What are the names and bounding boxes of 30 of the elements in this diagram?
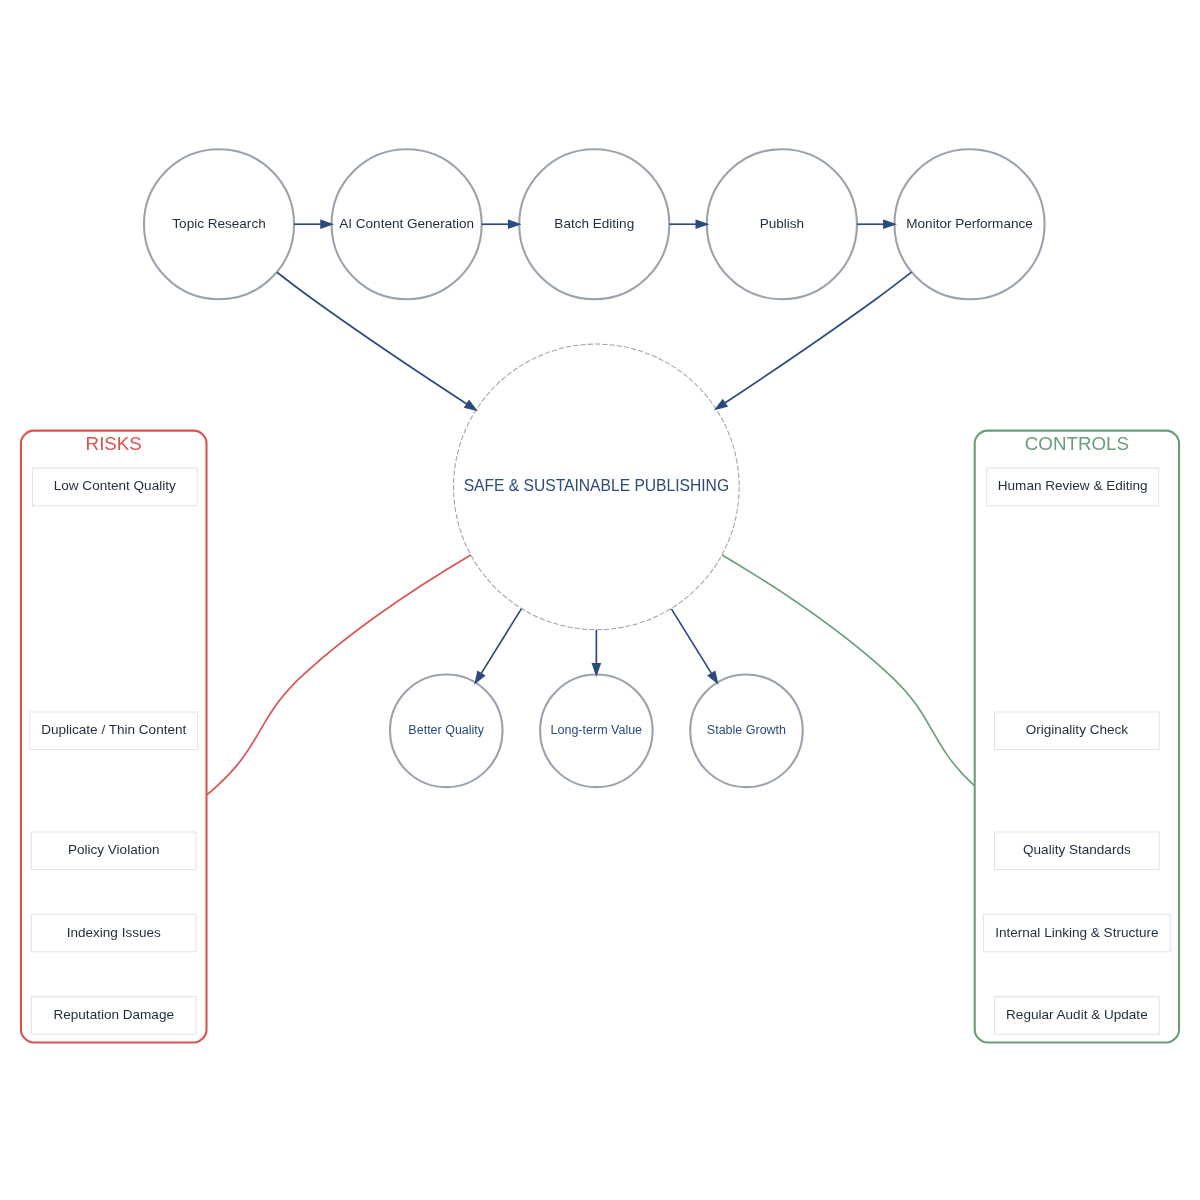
node-box: Human Review & Editing xyxy=(986,467,1160,507)
arrow xyxy=(474,608,523,685)
node-circle: AI Content Generation xyxy=(330,148,483,301)
node-circle: Monitor Performance xyxy=(893,148,1046,301)
node-box: Indexing Issues xyxy=(30,913,197,953)
node-circle: Long-term Value xyxy=(539,673,654,789)
arrow xyxy=(856,219,897,230)
arrow xyxy=(713,271,913,411)
node-box: Low Content Quality xyxy=(31,467,198,507)
node-circle: Stable Growth xyxy=(689,673,804,789)
arrow xyxy=(668,219,710,230)
node-box: Policy Violation xyxy=(30,831,197,870)
arrow xyxy=(293,219,334,230)
node-box: Originality Check xyxy=(994,711,1160,751)
connector xyxy=(205,554,472,796)
arrow xyxy=(670,608,719,685)
node-circle: SAFE & SUSTAINABLE PUBLISHING xyxy=(453,343,740,631)
arrow xyxy=(591,629,602,677)
arrow xyxy=(480,219,522,230)
node-box: Reputation Damage xyxy=(30,996,197,1035)
node-circle: Publish xyxy=(705,148,858,301)
node-circle: Topic Research xyxy=(142,148,296,301)
node-circle: Batch Editing xyxy=(518,148,671,301)
node-box: Quality Standards xyxy=(994,831,1160,870)
node-box: Regular Audit & Update xyxy=(994,996,1160,1035)
node-box: Internal Linking & Structure xyxy=(983,913,1171,953)
connector xyxy=(721,554,976,787)
node-box: Duplicate / Thin Content xyxy=(29,711,199,751)
node-circle: Better Quality xyxy=(388,673,504,789)
arrow xyxy=(276,271,478,412)
